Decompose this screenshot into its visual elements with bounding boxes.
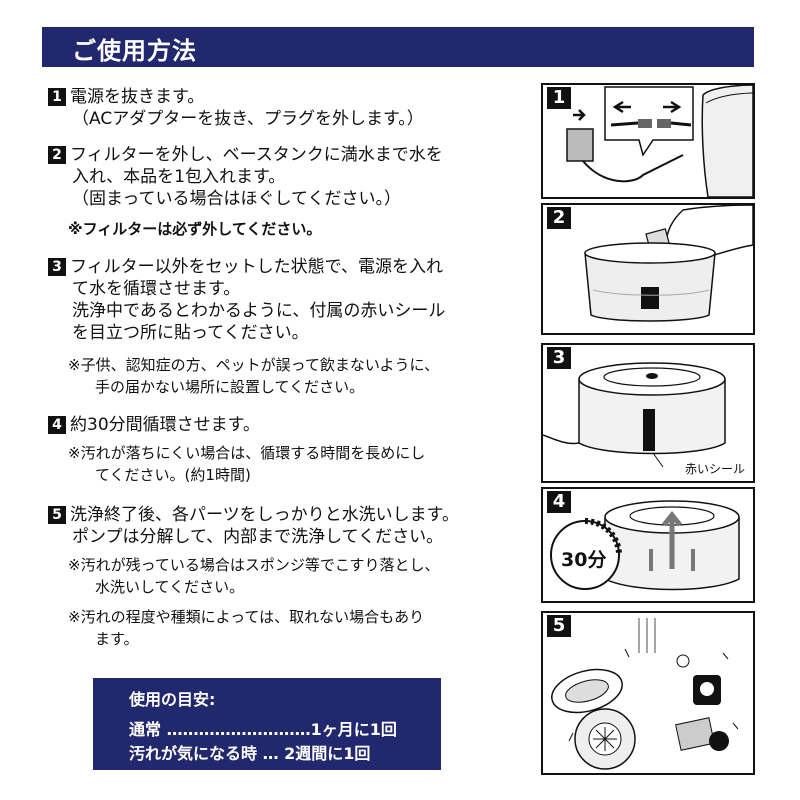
red-sticker-label: 赤いシール	[684, 460, 745, 477]
unplug-illustration	[566, 85, 753, 197]
step-text: フィルター以外をセットした状態で、電源を入れ	[70, 257, 443, 277]
step-note: 水洗いしてください。	[95, 578, 245, 596]
illustration-panel-5: 5	[541, 611, 755, 775]
step-note: 手の届かない場所に設置してください。	[95, 378, 365, 396]
step-text: 約30分間循環させます。	[70, 415, 260, 435]
panel-number: 2	[547, 207, 571, 229]
panel-number: 5	[547, 615, 571, 637]
section-header: ご使用方法	[42, 27, 754, 67]
step-note: ※汚れの程度や種類によっては、取れない場合もあり	[68, 608, 425, 626]
usage-guide-row: 汚れが気になる時 … 2週間に1回	[129, 744, 371, 763]
step-note: ※汚れが残っている場合はスポンジ等でこすり落とし、	[68, 556, 440, 574]
panel-number: 1	[547, 87, 571, 109]
step-note: てください。(約1時間)	[95, 466, 251, 484]
step-warning: ※フィルターは必ず外してください。	[68, 220, 322, 238]
panel-number: 3	[547, 347, 571, 369]
step-text: 洗浄中であるとわかるように、付属の赤いシール	[72, 301, 446, 321]
circulate-illustration	[543, 362, 726, 468]
usage-guide-title: 使用の目安:	[129, 690, 216, 709]
illustration-panel-1: 1	[541, 83, 755, 199]
step-number: 3	[48, 258, 66, 276]
step-note: ※子供、認知症の方、ペットが誤って飲まないように、	[68, 356, 440, 374]
step-text: を目立つ所に貼ってください。	[72, 323, 309, 343]
step-text: て水を循環させます。	[72, 279, 241, 299]
add-cleaner-illustration	[584, 205, 753, 322]
step-text: 洗浄終了後、各パーツをしっかりと水洗いします。	[70, 505, 459, 525]
step-text: フィルターを外し、ベースタンクに満水まで水を	[70, 145, 443, 165]
step-text: ポンプは分解して、内部まで洗浄してください。	[72, 527, 444, 547]
rinse-illustration	[551, 618, 739, 770]
step-text: （ACアダプターを抜き、プラグを外します。）	[72, 109, 424, 129]
step-note: ※汚れが落ちにくい場合は、循環する時間を長めにし	[68, 444, 426, 462]
step-text: 電源を抜きます。	[70, 87, 205, 107]
step-number: 1	[48, 88, 66, 106]
step-note: ます。	[95, 630, 139, 648]
panel-number: 4	[547, 491, 571, 513]
section-title: ご使用方法	[72, 37, 197, 65]
usage-guide-row: 通常 ………………………1ヶ月に1回	[129, 720, 397, 739]
illustration-panel-3: 3 赤いシール	[541, 343, 755, 483]
step-text: （固まっている場合はほぐしてください。）	[72, 189, 401, 209]
illustration-panel-4: 4 30分	[541, 487, 755, 603]
illustration-panel-2: 2	[541, 203, 755, 335]
timer-illustration	[550, 500, 740, 591]
step-number: 4	[48, 416, 66, 434]
step-text: 入れ、本品を1包入れます。	[72, 167, 286, 187]
step-number: 5	[48, 506, 66, 524]
usage-guide-box: 使用の目安: 通常 ………………………1ヶ月に1回 汚れが気になる時 … 2週間…	[93, 678, 441, 770]
timer-label: 30分	[561, 549, 607, 571]
step-number: 2	[48, 146, 66, 164]
